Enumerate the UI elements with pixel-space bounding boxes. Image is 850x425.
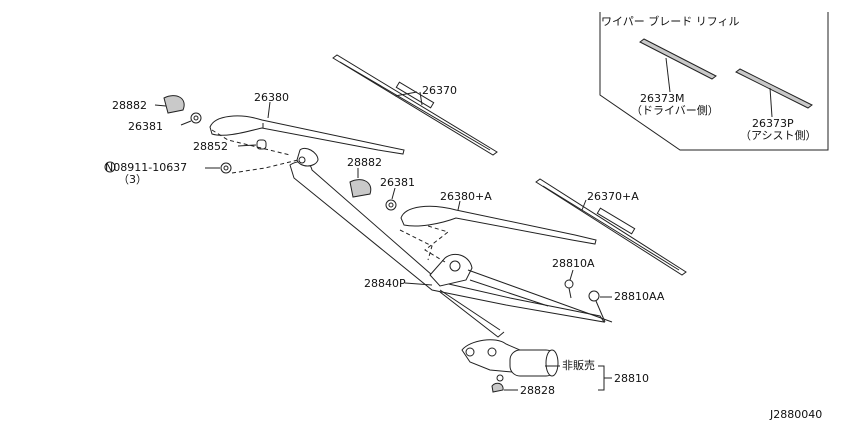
label-bolt-qty: （3） <box>118 173 147 186</box>
blade-driver[interactable] <box>332 54 498 156</box>
nut-assist[interactable] <box>385 199 397 211</box>
label-blade-driver[interactable]: 26370 <box>422 84 457 97</box>
refill-driver-note: （ドライバー側） <box>631 104 719 117</box>
label-pivot-cap[interactable]: 28852 <box>193 140 228 153</box>
grommet[interactable] <box>491 382 504 393</box>
label-bolt[interactable]: N08911-10637 <box>105 161 187 174</box>
blade-assist[interactable] <box>535 178 687 276</box>
label-cap-driver[interactable]: 28882 <box>112 99 147 112</box>
refill-assist-note: （アシスト側） <box>740 129 817 142</box>
label-not-sold: 非販売 <box>562 359 595 372</box>
label-cap-assist[interactable]: 28882 <box>347 156 382 169</box>
cap-assist[interactable] <box>349 179 372 198</box>
arm-assist[interactable] <box>400 200 597 245</box>
label-nut-driver[interactable]: 26381 <box>128 120 163 133</box>
bolt-aa[interactable] <box>588 290 606 323</box>
label-nut-assist[interactable]: 26381 <box>380 176 415 189</box>
label-arm-driver[interactable]: 26380 <box>254 91 289 104</box>
refill-driver[interactable] <box>639 38 717 80</box>
diagram-code: J2880040 <box>769 408 822 421</box>
pivot-cap[interactable] <box>256 139 267 150</box>
bolt[interactable] <box>220 162 232 174</box>
nut-driver[interactable] <box>190 112 202 124</box>
cap-driver[interactable] <box>163 95 185 114</box>
label-arm-assist[interactable]: 26380+A <box>440 190 492 203</box>
label-bolt-a[interactable]: 28810A <box>552 257 595 270</box>
label-bolt-aa[interactable]: 28810AA <box>614 290 665 303</box>
bolt-a[interactable] <box>564 279 574 299</box>
label-grommet[interactable]: 28828 <box>520 384 555 397</box>
label-motor-assy[interactable]: 28810 <box>614 372 649 385</box>
linkage[interactable] <box>289 147 613 338</box>
refill-driver-part[interactable]: 26373M <box>640 92 684 105</box>
refill-assist-part[interactable]: 26373P <box>752 117 794 130</box>
label-blade-assist[interactable]: 26370+A <box>587 190 639 203</box>
refill-inset-box: ワイパー ブレード リフィル 26373M （ドライバー側） 26373P （ア… <box>599 12 829 151</box>
label-linkage[interactable]: 28840P <box>364 277 406 290</box>
refill-box-title: ワイパー ブレード リフィル <box>601 14 740 28</box>
arm-driver[interactable] <box>209 101 405 155</box>
motor-assembly[interactable] <box>461 339 559 382</box>
refill-assist[interactable] <box>735 68 813 109</box>
